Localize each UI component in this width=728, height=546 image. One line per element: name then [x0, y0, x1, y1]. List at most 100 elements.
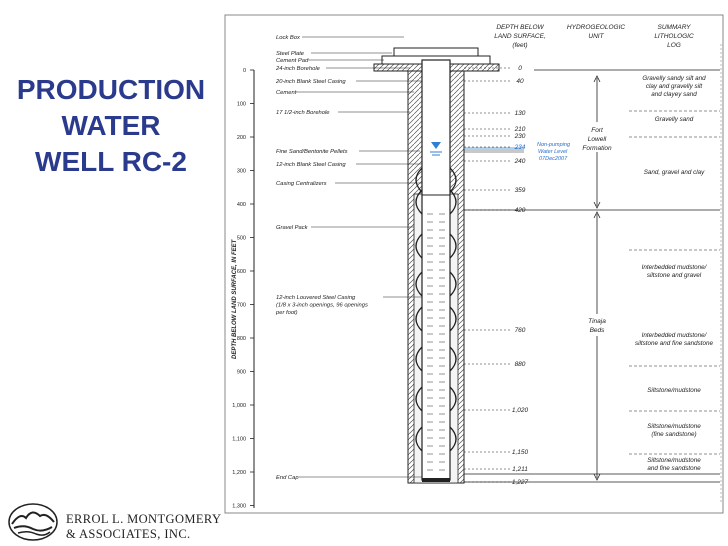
depth-label: 0: [518, 65, 522, 72]
lithology-description: Gravelly sand: [655, 116, 694, 123]
depth-label: 1,211: [512, 466, 528, 473]
unit-header: UNIT: [588, 33, 604, 40]
lithology-description: Siltstone/mudstone: [647, 387, 701, 394]
title-line: WELL RC-2: [35, 146, 187, 177]
component-label: End Cap: [276, 475, 299, 481]
y-axis-label: DEPTH BELOW LAND SURFACE, IN FEET: [232, 238, 238, 359]
depth-label: 210: [514, 126, 526, 133]
log-header: LOG: [667, 42, 681, 49]
steel-plate: [393, 47, 479, 57]
component-label: Fine Sand/Bentonite Pellets: [276, 149, 348, 155]
depth-header: LAND SURFACE,: [494, 33, 546, 40]
depth-tick-label: 900: [237, 370, 246, 376]
component-label: 17 1/2-inch Borehole: [276, 110, 330, 116]
depth-label: 1,020: [512, 407, 529, 414]
lithology-description: clay and gravelly silt: [646, 83, 703, 90]
unit-names: Fort Lowell Formation Tinaja Beds: [582, 122, 612, 336]
component-label: 20-inch Blank Steel Casing: [275, 79, 346, 85]
casing: [421, 59, 451, 481]
log-header: LITHOLOGIC: [654, 33, 694, 40]
lithology-separators: [629, 110, 720, 455]
unit-header: HYDROGEOLOGIC: [567, 24, 625, 31]
depth-tick-label: 300: [237, 169, 246, 175]
depth-label: 1,150: [512, 449, 529, 456]
depth-label: 880: [515, 361, 526, 368]
depth-label: 240: [514, 158, 526, 165]
component-label: (1/8 x 3-inch openings, 96 openings: [276, 303, 368, 309]
log-header: SUMMARY: [658, 24, 692, 31]
depth-label: 420: [515, 207, 526, 214]
depth-tick-label: 0: [243, 68, 246, 74]
depth-tick-label: 400: [237, 202, 246, 208]
depth-tick-label: 1,100: [232, 437, 246, 443]
end-cap: [422, 478, 450, 482]
depth-label: 40: [516, 78, 524, 85]
lithology-description: and clayey sand: [651, 91, 697, 98]
depth-tick-label: 700: [237, 303, 246, 309]
landscape-emblem-icon: [8, 503, 58, 541]
unit-name: Tinaja: [588, 318, 606, 325]
unit-name: Beds: [590, 327, 606, 334]
louvered-casing: [422, 194, 450, 471]
lithology-description: (fine sandstone): [651, 431, 696, 438]
depth-tick-label: 200: [237, 135, 246, 141]
depth-tick-label: 800: [237, 336, 246, 342]
company-line: ERROL L. MONTGOMERY: [66, 512, 222, 526]
lithology-description: Interbedded mudstone/: [642, 332, 708, 339]
component-label: 12-inch Louvered Steel Casing: [276, 295, 356, 301]
title-line: PRODUCTION: [16, 74, 206, 105]
unit-boundaries: [464, 69, 720, 483]
component-label: Steel Plate: [276, 51, 305, 57]
component-label: Casing Centralizers: [276, 181, 327, 187]
depth-label: 230: [514, 133, 526, 140]
lithology-description: siltstone and gravel: [647, 272, 702, 279]
depth-label: 1,227: [512, 479, 529, 486]
component-label: Cement: [276, 90, 297, 96]
component-label: 12-inch Blank Steel Casing: [276, 162, 346, 168]
lithology-description: Siltstone/mudstone: [647, 423, 701, 430]
unit-name: Formation: [582, 145, 612, 152]
water-note-line: Non-pumping: [537, 142, 571, 148]
column-headers: DEPTH BELOW LAND SURFACE, (feet) HYDROGE…: [494, 24, 694, 49]
company-name: ERROL L. MONTGOMERY & ASSOCIATES, INC.: [66, 512, 221, 542]
depth-tick-label: 100: [237, 102, 246, 108]
lithology-description: Interbedded mudstone/: [642, 264, 708, 271]
slide-title: PRODUCTION WATER WELL RC-2: [0, 72, 222, 180]
component-label: Lock Box: [276, 35, 301, 41]
water-level-note: Non-pumping Water Level 07Dec2007: [537, 142, 571, 162]
depth-label: 760: [515, 327, 526, 334]
title-line: WATER: [61, 110, 161, 141]
depth-tick-label: 1,200: [232, 470, 246, 476]
unit-name: Fort: [591, 127, 604, 134]
depth-label: 359: [515, 187, 526, 194]
component-label: per foot): [275, 310, 298, 316]
depth-tick-label: 600: [237, 269, 246, 275]
water-note-line: 07Dec2007: [539, 156, 568, 162]
water-level-icon: [431, 142, 441, 149]
depth-label: 234: [514, 144, 526, 151]
component-label: 24-inch Borehole: [275, 66, 321, 72]
company-line: & ASSOCIATES, INC.: [66, 527, 191, 541]
casing-centralizers: [415, 167, 457, 452]
component-label: Cement Pad: [276, 58, 309, 64]
depth-tick-label: 1,000: [232, 403, 246, 409]
lithology-description: and fine sandstone: [647, 465, 701, 472]
lithology-description: Sand, gravel and clay: [644, 169, 705, 176]
depth-header: (feet): [512, 42, 527, 49]
diagram-frame: [224, 14, 724, 514]
depth-header: DEPTH BELOW: [496, 24, 544, 31]
depth-label: 130: [515, 110, 526, 117]
depth-ticks: 0 100 200 300 400 500 600 700 800 900 1,000 1,100 1,…: [232, 68, 254, 510]
depth-tick-label: 1,300: [232, 504, 246, 510]
depth-tick-label: 500: [237, 236, 246, 242]
lithology-description: Siltstone/mudstone: [647, 457, 701, 464]
lithology-description: siltstone and fine sandstone: [635, 340, 714, 347]
lithology-description: Gravelly sandy silt and: [642, 75, 706, 82]
well-diagram-svg: 01002003004005006007008009001,0001,1001,…: [224, 14, 724, 514]
well-column: [407, 59, 465, 484]
water-note-line: Water Level: [538, 149, 568, 155]
unit-name: Lowell: [588, 136, 607, 143]
